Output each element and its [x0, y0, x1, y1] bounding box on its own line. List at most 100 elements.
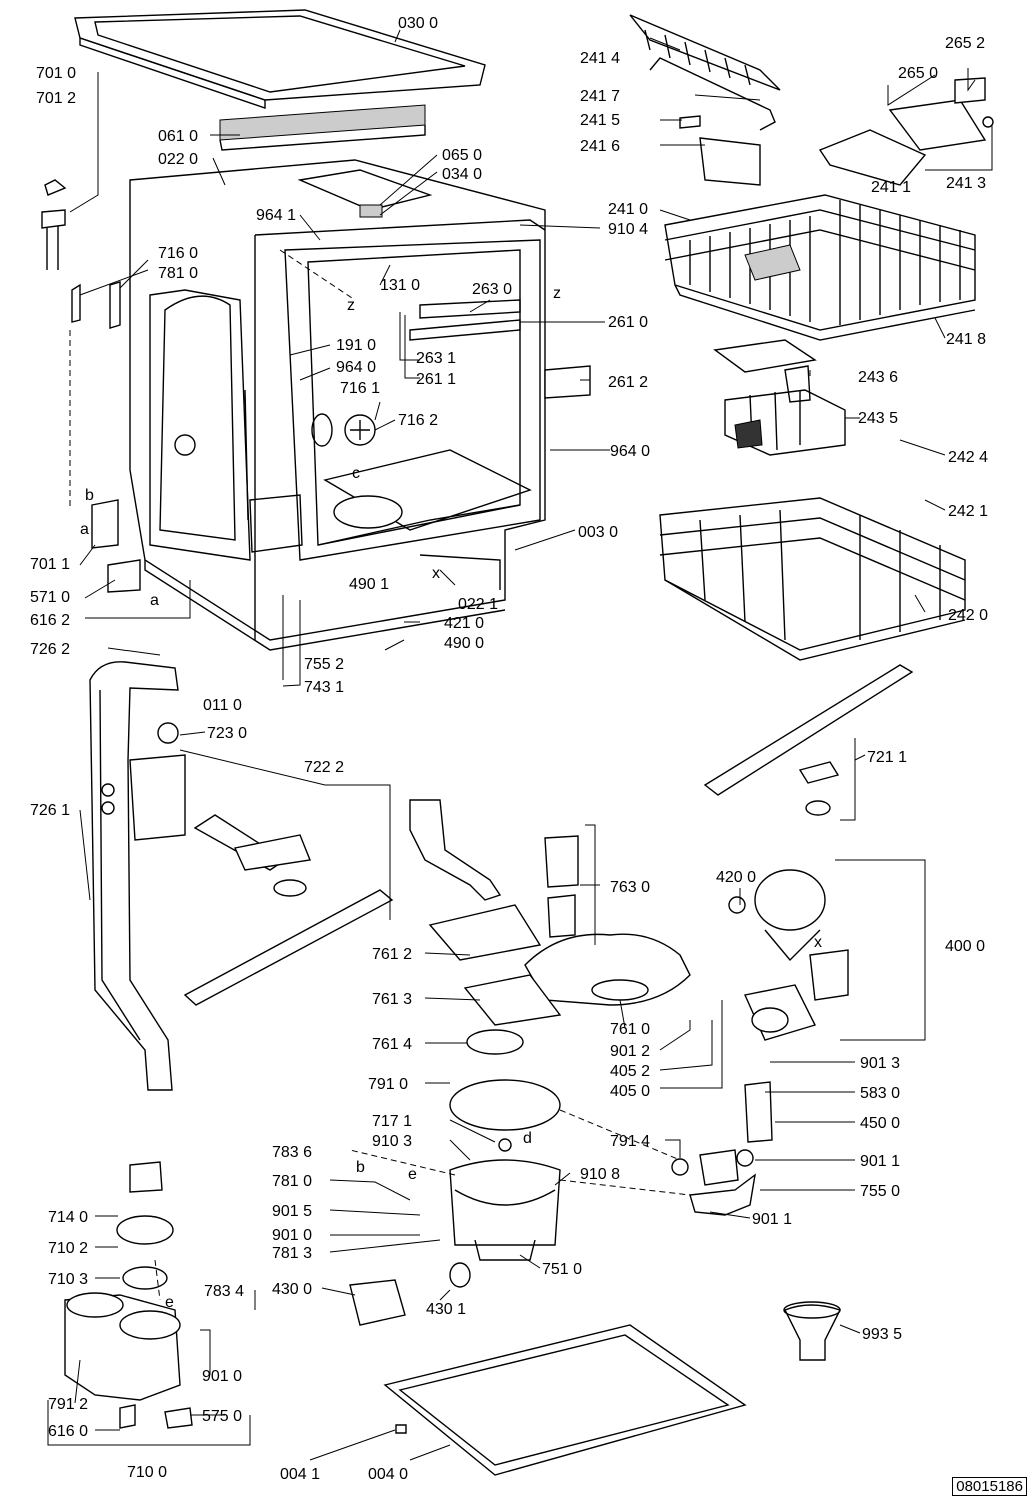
- callout-910-8: 910 8: [580, 1166, 620, 1183]
- letter-d: d: [523, 1130, 532, 1147]
- letter-e: e: [165, 1294, 174, 1311]
- callout-490-0: 490 0: [444, 635, 484, 652]
- callout-964-0: 964 0: [336, 359, 376, 376]
- upper-spray-arm-part: [703, 664, 914, 816]
- callout-430-0: 430 0: [272, 1281, 312, 1298]
- sump-part: [349, 1079, 561, 1261]
- callout-420-0: 420 0: [716, 869, 756, 886]
- callout-761-4: 761 4: [372, 1036, 412, 1053]
- callout-710-2: 710 2: [48, 1240, 88, 1257]
- callout-261-0: 261 0: [608, 314, 648, 331]
- callout-405-0: 405 0: [610, 1083, 650, 1100]
- funnel-part: [783, 1301, 841, 1361]
- callout-721-1: 721 1: [867, 749, 907, 766]
- letter-e: e: [408, 1166, 417, 1183]
- callout-011-0: 011 0: [203, 697, 242, 714]
- callout-716-2: 716 2: [398, 412, 438, 429]
- callout-723-0: 723 0: [207, 725, 247, 742]
- insulation-panel-part: [219, 104, 426, 151]
- callout-755-0: 755 0: [860, 1183, 900, 1200]
- callout-616-0: 616 0: [48, 1423, 88, 1440]
- callout-901-2: 901 2: [610, 1043, 650, 1060]
- cutlery-basket-part: [713, 339, 846, 456]
- callout-243-6: 243 6: [858, 369, 898, 386]
- callout-405-2: 405 2: [610, 1063, 650, 1080]
- callout-241-8: 241 8: [946, 331, 986, 348]
- callout-701-1: 701 1: [30, 556, 70, 573]
- callout-716-1: 716 1: [340, 380, 380, 397]
- callout-263-0: 263 0: [472, 281, 512, 298]
- callout-726-1: 726 1: [30, 802, 70, 819]
- callout-701-2: 701 2: [36, 90, 76, 107]
- callout-263-1: 263 1: [416, 350, 456, 367]
- letter-c: c: [352, 465, 360, 482]
- letter-z: z: [347, 297, 355, 314]
- part-callouts: 030 0 241 4 265 2 701 0 265 0 701 2 241 …: [30, 15, 988, 1483]
- callout-791-2: 791 2: [48, 1396, 88, 1413]
- callout-241-3: 241 3: [946, 175, 986, 192]
- callout-004-0: 004 0: [368, 1466, 408, 1483]
- callout-901-5: 901 5: [272, 1203, 312, 1220]
- callout-575-0: 575 0: [202, 1408, 242, 1425]
- callout-751-0: 751 0: [542, 1261, 582, 1278]
- callout-242-1: 242 1: [948, 503, 988, 520]
- callout-781-0: 781 0: [272, 1173, 312, 1190]
- callout-571-0: 571 0: [30, 589, 70, 606]
- callout-910-3: 910 3: [372, 1133, 412, 1150]
- callout-004-1: 004 1: [280, 1466, 320, 1483]
- document-id: 08015186: [952, 1477, 1027, 1496]
- callout-781-0: 781 0: [158, 265, 198, 282]
- base-frame-part: [383, 1324, 747, 1476]
- callout-726-2: 726 2: [30, 641, 70, 658]
- callout-761-3: 761 3: [372, 991, 412, 1008]
- leader-lines: [47, 29, 993, 1461]
- drain-fittings-part: [559, 1109, 756, 1216]
- callout-761-0: 761 0: [610, 1021, 650, 1038]
- callout-241-1: 241 1: [871, 179, 911, 196]
- callout-241-0: 241 0: [608, 201, 648, 218]
- callout-616-2: 616 2: [30, 612, 70, 629]
- top-cover-part: [74, 9, 486, 109]
- callout-901-3: 901 3: [860, 1055, 900, 1072]
- letter-a: a: [80, 521, 89, 538]
- callout-022-1: 022 1: [458, 596, 498, 613]
- callout-993-5: 993 5: [862, 1326, 902, 1343]
- callout-783-4: 783 4: [204, 1283, 244, 1300]
- callout-583-0: 583 0: [860, 1085, 900, 1102]
- letter-x: x: [432, 565, 440, 582]
- circulation-pipe-part: [89, 661, 186, 1091]
- callout-241-7: 241 7: [580, 88, 620, 105]
- callout-755-2: 755 2: [304, 656, 344, 673]
- callout-030-0: 030 0: [398, 15, 438, 32]
- reference-letters: b a a c z z x x e b d e: [80, 285, 822, 1311]
- callout-743-1: 743 1: [304, 679, 344, 696]
- callout-241-5: 241 5: [580, 112, 620, 129]
- callout-901-0: 901 0: [272, 1227, 312, 1244]
- callout-261-2: 261 2: [608, 374, 648, 391]
- callout-430-1: 430 1: [426, 1301, 466, 1318]
- rack-accessories-part: [629, 14, 994, 186]
- letter-x: x: [814, 934, 822, 951]
- callout-901-1: 901 1: [860, 1153, 900, 1170]
- filter-assembly-part: [409, 799, 691, 1055]
- letter-z: z: [553, 285, 561, 302]
- callout-421-0: 421 0: [444, 615, 484, 632]
- callout-191-0: 191 0: [336, 337, 376, 354]
- upper-basket-part: [664, 194, 976, 341]
- callout-265-0: 265 0: [898, 65, 938, 82]
- callout-761-2: 761 2: [372, 946, 412, 963]
- callout-710-3: 710 3: [48, 1271, 88, 1288]
- tub-assembly-part: [129, 159, 591, 651]
- callout-242-0: 242 0: [948, 607, 988, 624]
- callout-716-0: 716 0: [158, 245, 198, 262]
- callout-791-4: 791 4: [610, 1133, 650, 1150]
- callout-722-2: 722 2: [304, 759, 344, 776]
- callout-131-0: 131 0: [380, 277, 420, 294]
- callout-714-0: 714 0: [48, 1209, 88, 1226]
- callout-964-0: 964 0: [610, 443, 650, 460]
- callout-490-1: 490 1: [349, 576, 389, 593]
- callout-964-1: 964 1: [256, 207, 296, 224]
- callout-243-5: 243 5: [858, 410, 898, 427]
